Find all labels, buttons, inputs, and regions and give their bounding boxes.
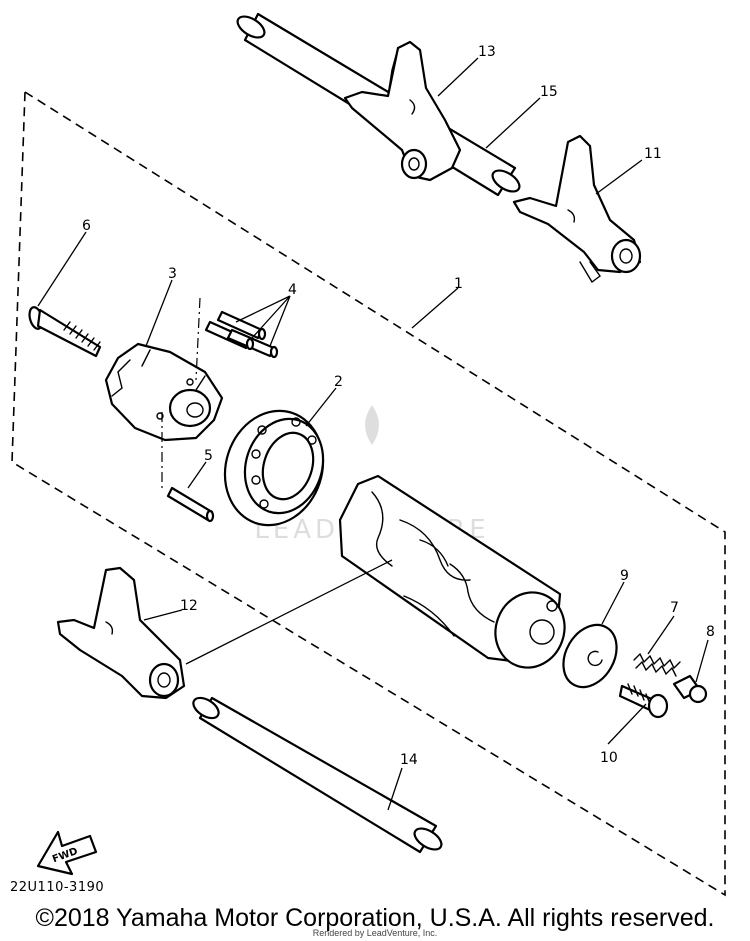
shift-drum-1[interactable] [338,474,575,677]
segment-3[interactable] [104,342,224,442]
shift-fork-13[interactable] [343,40,462,182]
callout-13: 13 [478,44,496,60]
spring-7[interactable] [633,652,681,677]
dowel-pins-4[interactable] [204,310,279,359]
shift-fork-12[interactable] [56,566,186,700]
rendered-by-credit: Rendered by LeadVenture, Inc. [312,928,438,938]
diagram-reference-code: 22U110-3190 [10,880,105,895]
shift-fork-11[interactable] [512,134,642,284]
callout-3: 3 [168,266,177,282]
washer-plate-9[interactable] [553,615,628,696]
callout-10: 10 [600,750,618,766]
detent-pin-8[interactable] [672,674,708,704]
callout-leaders [37,57,709,811]
callout-labels: 13 15 11 1 6 3 4 5 2 12 9 7 8 10 14 [82,44,715,768]
callout-1: 1 [454,276,463,292]
pin-5[interactable] [166,486,215,523]
bearing-2[interactable] [210,398,337,538]
callout-5: 5 [204,448,213,464]
callout-12: 12 [180,598,198,614]
callout-7: 7 [670,600,679,616]
callout-9: 9 [620,568,629,584]
shift-fork-guide-bar-bottom[interactable] [190,694,445,854]
screw-10[interactable] [618,683,669,719]
copyright-notice: ©2018 Yamaha Motor Corporation, U.S.A. A… [35,904,715,932]
callout-14: 14 [400,752,418,768]
callout-15: 15 [540,84,558,100]
bolt-6[interactable] [27,306,102,358]
callout-4: 4 [288,282,297,298]
callout-6: 6 [82,218,91,234]
assembly-boundary [11,90,726,897]
fwd-arrow-icon: FWD [36,830,98,876]
callout-2: 2 [334,374,343,390]
callout-11: 11 [644,146,662,162]
callout-8: 8 [706,624,715,640]
